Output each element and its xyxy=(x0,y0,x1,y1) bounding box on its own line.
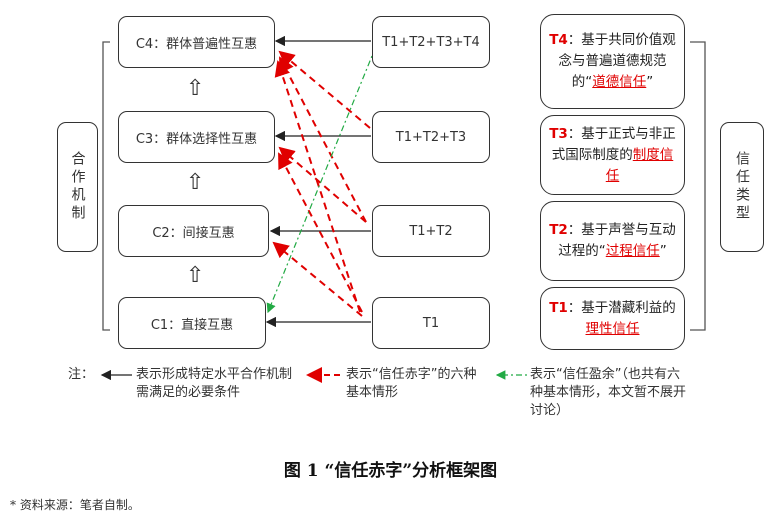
trust-type-t1-code: T1 xyxy=(549,299,568,316)
dashed-t2-c3 xyxy=(278,146,367,223)
t2-combo-label: T1+T2 xyxy=(409,223,453,239)
c1-box: C1：直接互惠 xyxy=(118,297,266,349)
dashed-t1-c3 xyxy=(278,152,363,313)
c3-label: C3：群体选择性互惠 xyxy=(135,131,258,147)
mechanism-bracket xyxy=(102,41,110,331)
t1-combo-label: T1 xyxy=(422,315,440,331)
figure-caption: 图 1 “信任赤字”分析框架图 xyxy=(283,461,498,481)
cooperation-mechanism-label: 合作机制 xyxy=(69,151,86,223)
dashed-t3-c4 xyxy=(278,50,371,129)
t3-combo-box: T1+T2+T3 xyxy=(372,111,490,163)
c3-box: C3：群体选择性互惠 xyxy=(118,111,275,163)
t2-combo-box: T1+T2 xyxy=(372,205,490,257)
legend-solid-text: 表示形成特定水平合作机制需满足的必要条件 xyxy=(136,367,293,400)
legend-dotted-text: 表示“信任盈余”（也共有六种基本情形，本文暂不展开讨论） xyxy=(530,367,687,418)
legend-dashed-text: 表示“信任赤字”的六种基本情形 xyxy=(346,367,477,400)
trust-type-t4-desc: 基于共同价值观念与普遍道德规范的“ xyxy=(558,32,676,90)
trust-type-t3-desc: 基于正式与非正式国际制度的 xyxy=(551,125,676,163)
c2-box: C2：间接互惠 xyxy=(118,205,269,257)
c1-label: C1：直接互惠 xyxy=(150,317,234,333)
legend-prefix: 注： xyxy=(68,367,95,382)
up-arrow-c3-c4: ⇧ xyxy=(186,76,205,101)
trust-type-t2-desc: 基于声誉与互动过程的“ xyxy=(558,222,676,259)
trust-type-t2-box: T2：基于声誉与互动过程的“过程信任” xyxy=(540,201,685,281)
trust-type-t3-box: T3：基于正式与非正式国际制度的制度信任 xyxy=(540,115,685,195)
trust-type-t2-sep: ： xyxy=(567,222,582,238)
up-arrow-c1-c2: ⇧ xyxy=(186,263,205,288)
t1-combo-box: T1 xyxy=(372,297,490,349)
trust-type-t1-desc: 基于潜藏利益的 xyxy=(581,299,676,316)
t4-combo-label: T1+T2+T3+T4 xyxy=(382,34,480,50)
dotted-t4-c1 xyxy=(266,55,373,314)
trust-type-t2-name: 过程信任 xyxy=(605,243,660,259)
trust-type-box: 信任类型 xyxy=(720,122,764,252)
trust-type-t1-box: T1：基于潜藏利益的理性信任 xyxy=(540,287,685,350)
trust-type-t3-code: T3 xyxy=(549,125,568,142)
trust-type-t4-box: T4：基于共同价值观念与普遍道德规范的“道德信任” xyxy=(540,14,685,109)
trust-type-t4-code: T4 xyxy=(549,32,568,48)
trust-type-t2-code: T2 xyxy=(549,222,568,238)
c2-label: C2：间接互惠 xyxy=(152,225,235,241)
up-arrow-c2-c3: ⇧ xyxy=(186,170,205,195)
trust-type-t3-sep: ： xyxy=(567,125,582,142)
trust-type-t3-name: 制度信任 xyxy=(605,146,674,184)
t3-combo-label: T1+T2+T3 xyxy=(395,129,467,145)
trust-type-t4-sep: ： xyxy=(567,32,582,48)
dashed-t1-c2 xyxy=(272,241,363,317)
trust-type-label: 信任类型 xyxy=(734,151,750,223)
trust-type-t2-post: ” xyxy=(659,243,667,259)
trust-type-t1-sep: ： xyxy=(567,299,582,316)
t4-combo-box: T1+T2+T3+T4 xyxy=(372,16,490,68)
trust-type-t1-name: 理性信任 xyxy=(585,320,640,337)
dashed-t1-c4 xyxy=(274,60,361,313)
trust-type-bracket xyxy=(690,41,706,331)
c4-label: C4：群体普遍性互惠 xyxy=(135,36,258,52)
dashed-t2-c4 xyxy=(279,56,367,223)
cooperation-mechanism-box: 合作机制 xyxy=(57,122,98,252)
c4-box: C4：群体普遍性互惠 xyxy=(118,16,275,68)
source-note: * 资料来源：笔者自制。 xyxy=(10,498,140,512)
trust-type-t4-name: 道德信任 xyxy=(592,74,647,90)
trust-type-t4-post: ” xyxy=(646,74,654,90)
